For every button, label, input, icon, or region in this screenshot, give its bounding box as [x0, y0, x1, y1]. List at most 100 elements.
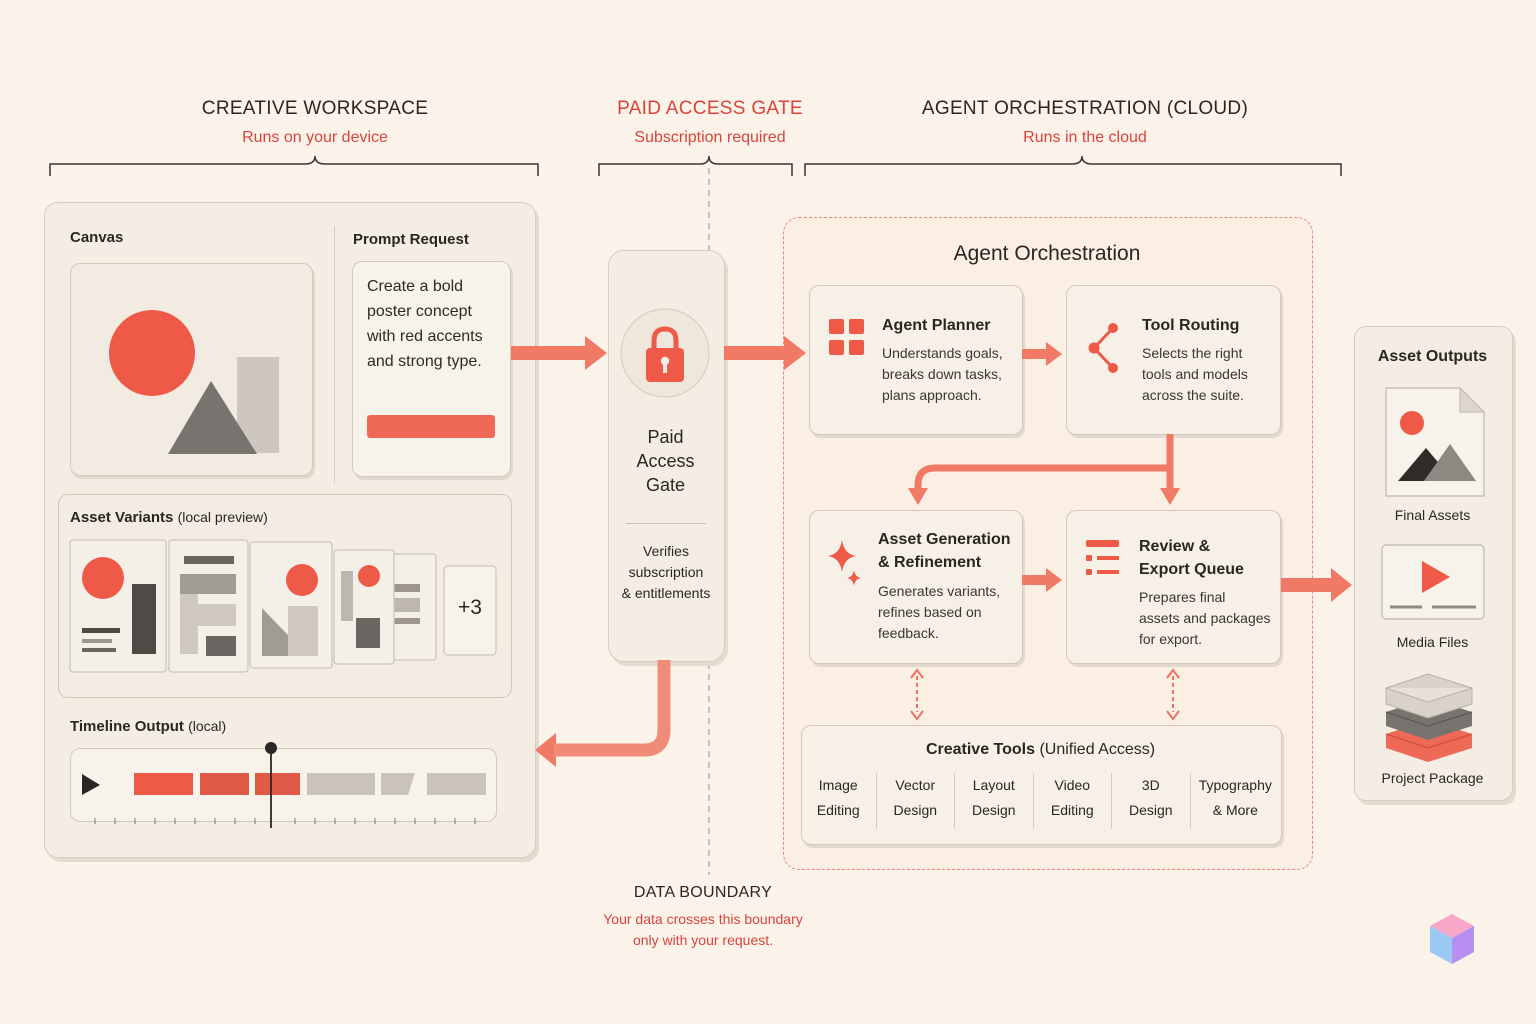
- workspace-section-title: CREATIVE WORKSPACE: [201, 98, 429, 119]
- creative-tools-list: Image Editing Vector Design Layout Desig…: [801, 773, 1280, 829]
- desc-line: Prepares final: [1139, 589, 1226, 605]
- gate-title: Paid Access Gate: [608, 425, 723, 497]
- logo-cube-icon: [1430, 914, 1474, 964]
- cloud-section-subtitle: Runs in the cloud: [1023, 129, 1147, 146]
- gate-desc-line: subscription: [628, 564, 704, 580]
- gate-desc-line: & entitlements: [621, 585, 711, 601]
- arrow-gate-to-planner: [724, 346, 786, 360]
- desc-line: assets and packages: [1139, 610, 1271, 626]
- prompt-line: poster concept: [367, 303, 472, 320]
- data-boundary-desc: Your data crosses this boundary only wit…: [573, 909, 833, 951]
- title-line: & Refinement: [878, 554, 982, 571]
- tool-line: Editing: [1050, 802, 1094, 818]
- grid-icon: [829, 319, 864, 355]
- project-package-label: Project Package: [1381, 770, 1484, 786]
- tool-item[interactable]: Vector Design: [875, 773, 955, 829]
- gate-section-title: PAID ACCESS GATE: [617, 98, 803, 119]
- creative-tools-name: Creative Tools: [925, 741, 1036, 758]
- desc-line: feedback.: [878, 625, 939, 641]
- tool-item[interactable]: Image Editing: [801, 773, 876, 829]
- tool-routing-card[interactable]: [1066, 285, 1281, 435]
- asset-variants-label: Asset Variants (local preview): [70, 509, 268, 526]
- desc-line: Generates variants,: [878, 583, 1001, 599]
- prompt-request-label: Prompt Request: [353, 231, 469, 248]
- asset-variant-thumbnails[interactable]: [66, 536, 506, 681]
- desc-line: across the suite.: [1142, 387, 1244, 403]
- prompt-line: and strong type.: [367, 353, 482, 370]
- tool-line: & More: [1212, 802, 1258, 818]
- timeline-output-label: Timeline Output (local): [70, 718, 226, 735]
- tool-line: Layout: [972, 777, 1015, 793]
- tool-line: Typography: [1198, 777, 1272, 793]
- tool-line: Design: [1129, 802, 1173, 818]
- tool-item[interactable]: Video Editing: [1032, 773, 1112, 829]
- cloud-section-title: AGENT ORCHESTRATION (CLOUD): [921, 98, 1249, 119]
- final-assets-label: Final Assets: [1394, 507, 1471, 523]
- canvas-divider: [334, 226, 335, 484]
- agent-planner-card[interactable]: [809, 285, 1023, 435]
- tool-routing-desc: Selects the right tools and models acros…: [1142, 343, 1248, 406]
- review-export-card[interactable]: [1066, 510, 1281, 664]
- stack-layers-icon[interactable]: [1382, 662, 1478, 766]
- prompt-request-card[interactable]: [352, 261, 511, 477]
- prompt-line: with red accents: [367, 328, 483, 345]
- desc-line: Selects the right: [1142, 345, 1243, 361]
- timeline-output-title: Timeline Output: [70, 718, 184, 735]
- gate-desc-line: Verifies: [643, 543, 689, 559]
- agent-planner-desc: Understands goals, breaks down tasks, pl…: [882, 343, 1003, 406]
- agent-planner-title: Agent Planner: [882, 317, 991, 334]
- creative-tools-note: (Unified Access): [1039, 741, 1156, 758]
- desc-line: tools and models: [1142, 366, 1248, 382]
- asset-generation-card[interactable]: [809, 510, 1023, 664]
- sparkle-icon: [828, 540, 861, 586]
- tool-item[interactable]: 3D Design: [1111, 773, 1190, 829]
- gate-title-line: Access: [636, 451, 695, 471]
- canvas-artwork: [109, 310, 279, 454]
- desc-line: Understands goals,: [882, 345, 1003, 361]
- play-icon: [82, 774, 100, 795]
- asset-outputs-title: Asset Outputs: [1377, 348, 1488, 365]
- review-export-title: Review & Export Queue: [1139, 535, 1244, 581]
- boundary-line: Your data crosses this boundary: [603, 911, 803, 927]
- title-line: Review &: [1139, 538, 1211, 555]
- asset-variants-title: Asset Variants: [70, 509, 174, 526]
- prompt-submit-button[interactable]: [367, 415, 495, 438]
- image-file-icon[interactable]: [1384, 386, 1488, 502]
- tool-routing-title: Tool Routing: [1142, 317, 1240, 334]
- asset-variants-note: (local preview): [177, 509, 268, 525]
- gate-title-line: Gate: [645, 475, 686, 495]
- data-boundary-title: DATA BOUNDARY: [633, 884, 773, 901]
- asset-generation-desc: Generates variants, refines based on fee…: [878, 581, 1000, 644]
- share-nodes-icon: [1088, 323, 1118, 373]
- tool-line: Design: [971, 802, 1016, 818]
- canvas-label: Canvas: [70, 229, 124, 246]
- workspace-section-subtitle: Runs on your device: [242, 129, 388, 146]
- tool-line: Editing: [816, 802, 860, 818]
- gate-section-subtitle: Subscription required: [634, 129, 786, 146]
- timeline-graphics: [82, 742, 486, 828]
- asset-generation-title: Asset Generation & Refinement: [878, 528, 1010, 574]
- tool-item[interactable]: Layout Design: [954, 773, 1033, 829]
- tool-item[interactable]: Typography & More: [1189, 773, 1280, 829]
- boundary-line: only with your request.: [632, 932, 774, 948]
- desc-line: refines based on: [878, 604, 982, 620]
- media-files-label: Media Files: [1396, 634, 1469, 650]
- canvas-area[interactable]: [70, 263, 313, 476]
- creative-tools-title: Creative Tools (Unified Access): [801, 741, 1280, 759]
- media-file-icon[interactable]: [1380, 543, 1486, 621]
- tool-line: Design: [893, 802, 938, 818]
- gate-divider: [626, 523, 706, 524]
- lock-icon: [620, 308, 710, 398]
- desc-line: breaks down tasks,: [882, 366, 1002, 382]
- gate-title-line: Paid: [647, 427, 684, 447]
- prompt-line: Create a bold: [367, 278, 464, 295]
- orchestration-title: Agent Orchestration: [953, 242, 1141, 265]
- desc-line: plans approach.: [882, 387, 982, 403]
- title-line: Export Queue: [1139, 561, 1244, 578]
- tool-line: Image: [818, 777, 858, 793]
- desc-line: for export.: [1139, 631, 1203, 647]
- more-variants-count[interactable]: +3: [458, 596, 482, 619]
- creative-tools-card[interactable]: [801, 725, 1282, 845]
- tool-line: Vector: [895, 777, 936, 793]
- gate-description: Verifies subscription & entitlements: [608, 541, 724, 604]
